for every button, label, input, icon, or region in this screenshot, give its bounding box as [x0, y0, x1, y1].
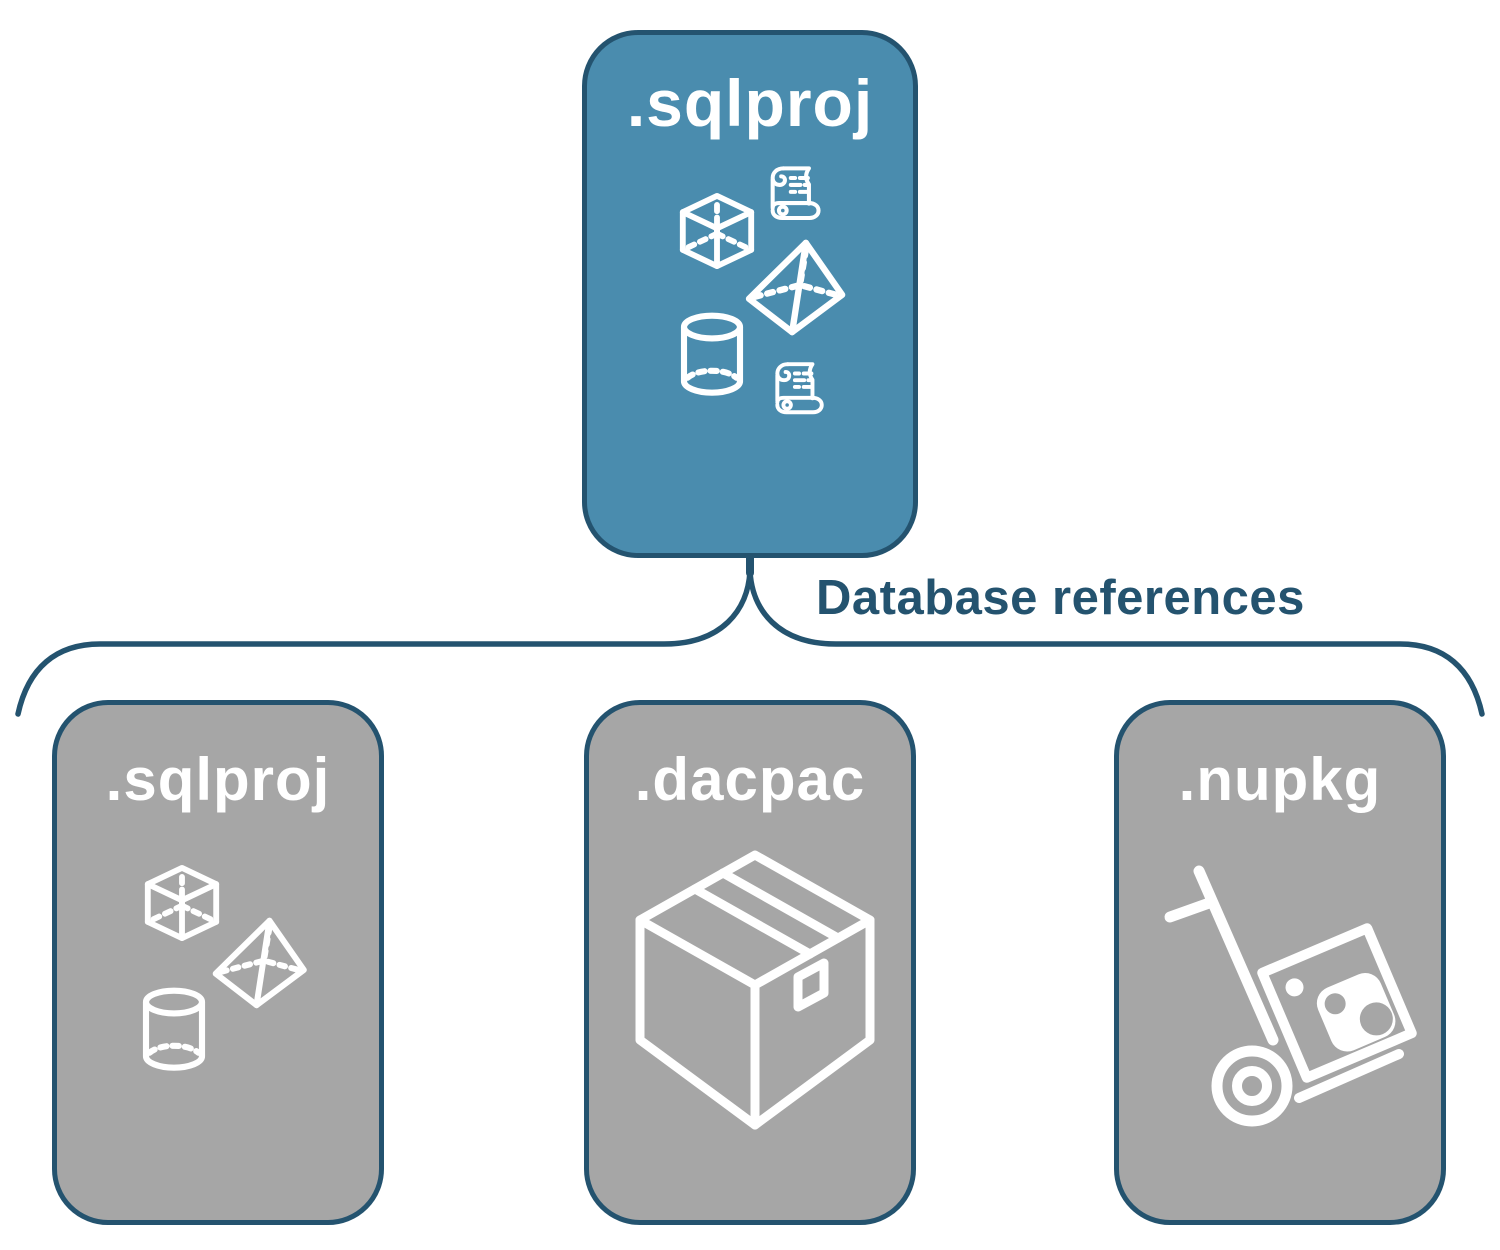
child-box-sqlproj: .sqlproj	[52, 700, 384, 1225]
root-box-sqlproj: .sqlproj	[582, 30, 918, 558]
scroll-icon	[767, 357, 829, 421]
child-box-title: .nupkg	[1178, 746, 1382, 813]
scroll-icon	[762, 160, 826, 228]
pyramid-icon	[212, 915, 314, 1010]
root-box-title: .sqlproj	[626, 66, 874, 140]
pyramid-icon	[745, 238, 853, 336]
connector-label: Database references	[816, 571, 1305, 625]
hand-truck-icon	[1147, 840, 1427, 1130]
cylinder-icon	[139, 985, 209, 1075]
child-box-title: .dacpac	[634, 746, 866, 813]
child-box-dacpac: .dacpac	[584, 700, 916, 1225]
cylinder-icon	[677, 310, 747, 400]
child-box-nupkg: .nupkg	[1114, 700, 1446, 1225]
package-icon	[630, 845, 880, 1135]
child-box-title: .sqlproj	[105, 746, 331, 813]
